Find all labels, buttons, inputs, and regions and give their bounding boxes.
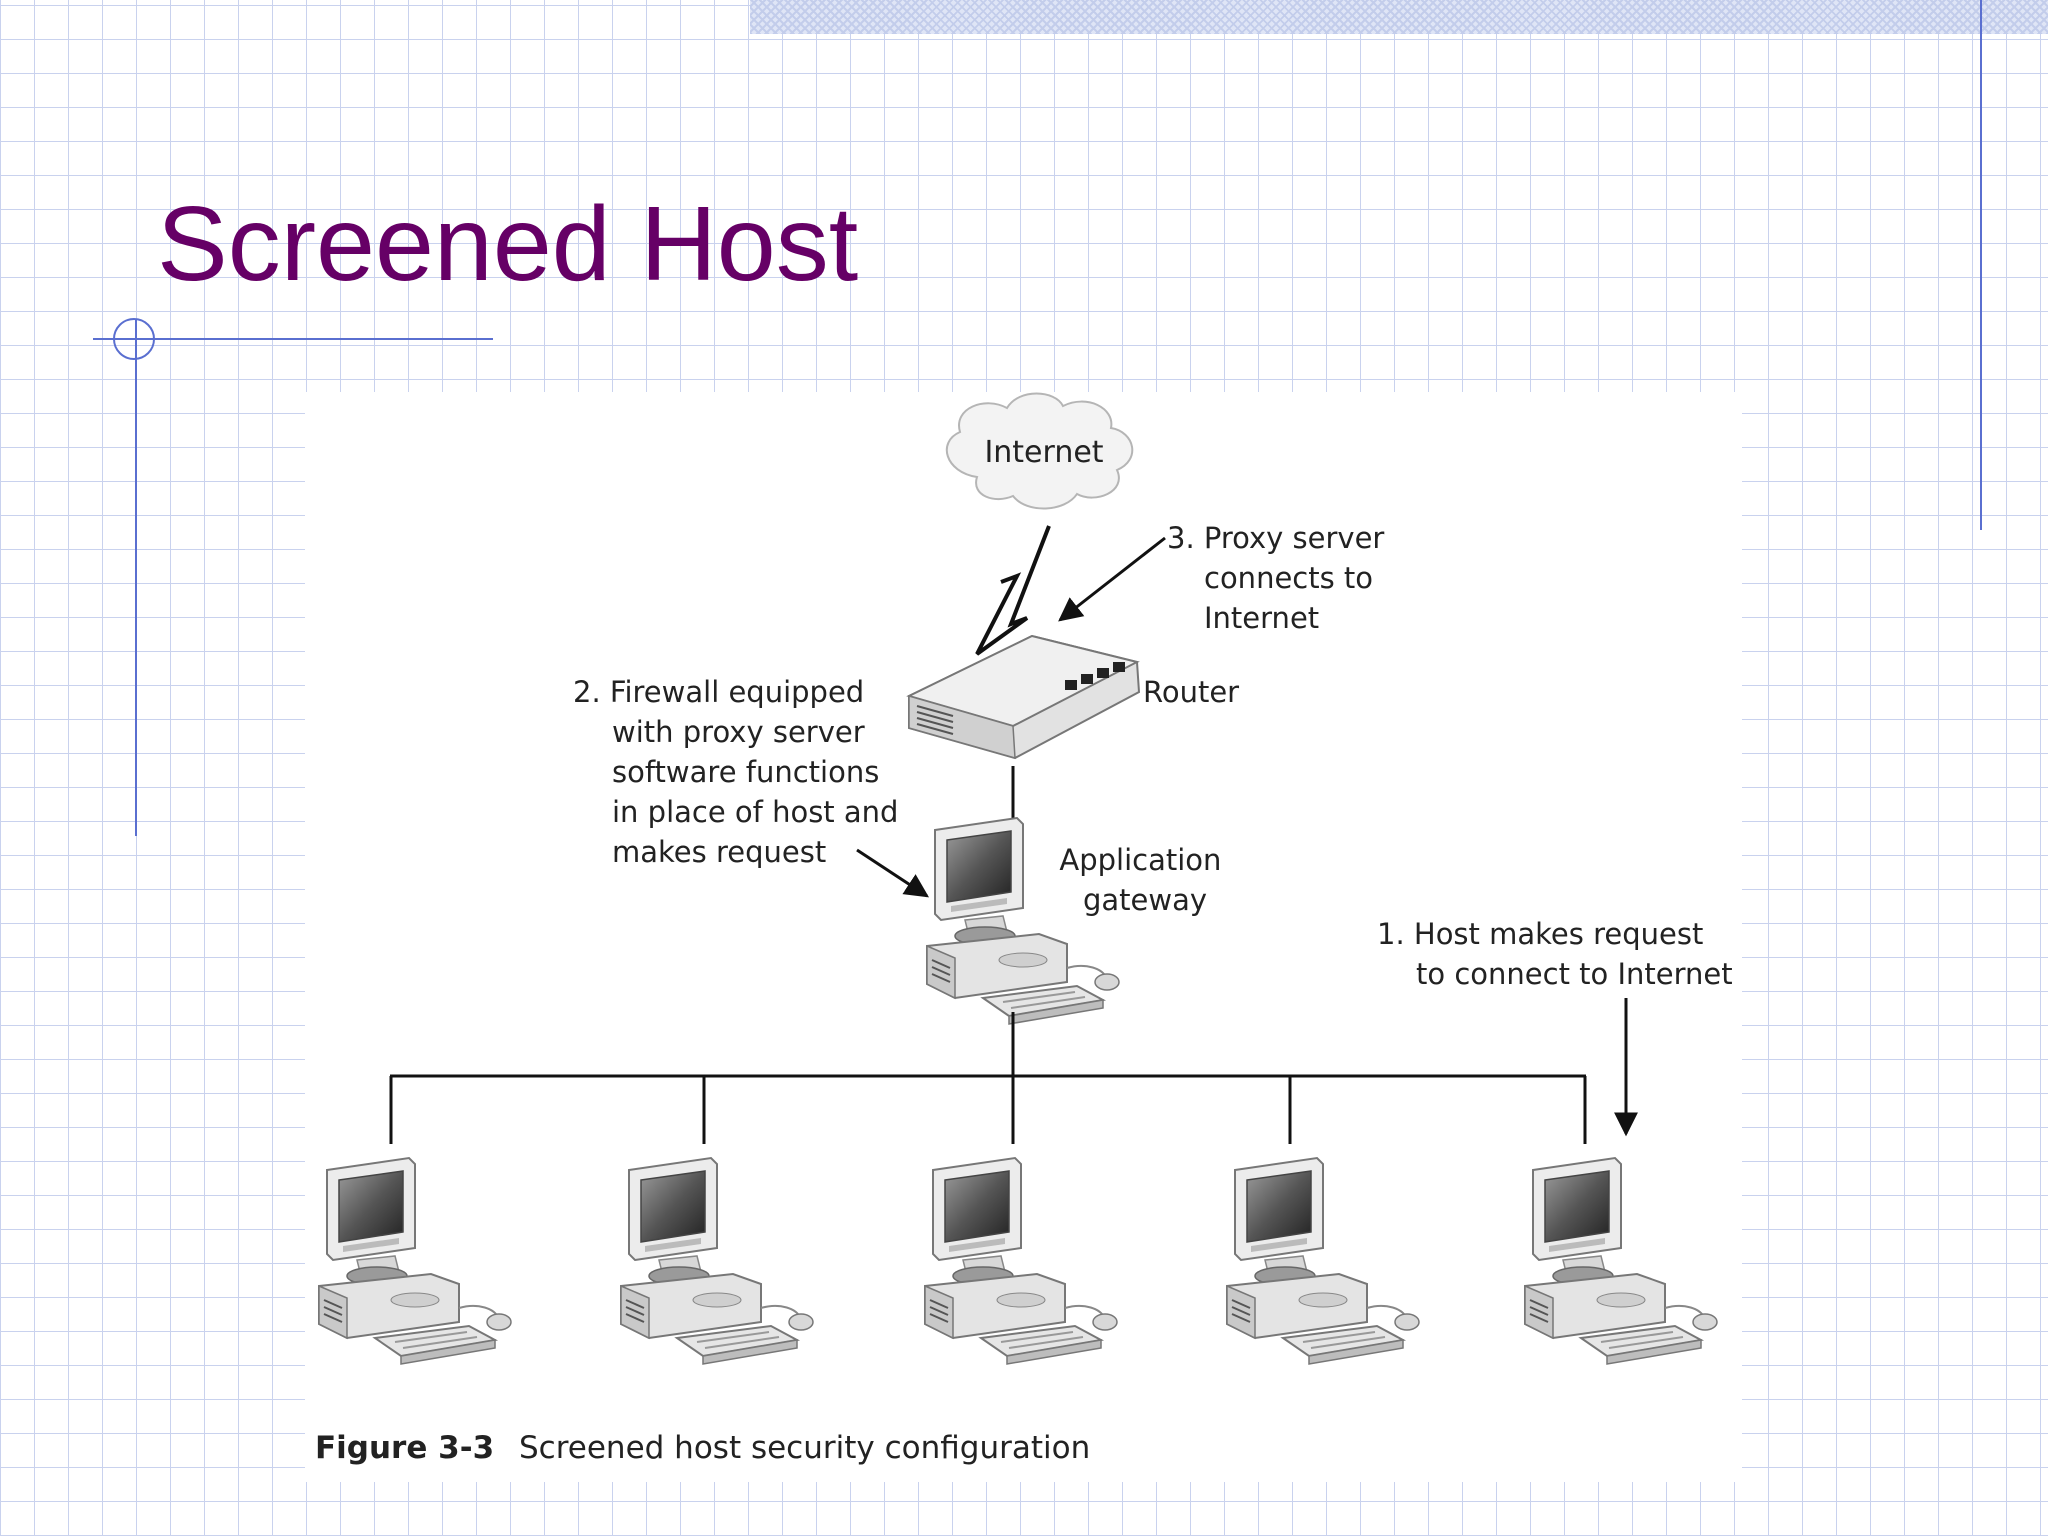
title-circle-ornament <box>113 318 155 360</box>
title-underline <box>93 338 493 340</box>
figure-number: Figure 3-3 <box>315 1430 494 1466</box>
router-label: Router <box>1143 675 1239 709</box>
slide-title: Screened Host <box>157 185 859 303</box>
host-computer-2-icon <box>620 1157 814 1365</box>
step3-label: 3. Proxy server connects to Internet <box>1167 521 1394 635</box>
step1-label: 1. Host makes request to connect to Inte… <box>1377 917 1733 991</box>
step2-arrow <box>856 848 930 898</box>
host-computer-1-icon <box>318 1157 512 1365</box>
figure-caption: Screened host security configuration <box>519 1430 1090 1466</box>
internet-label: Internet <box>984 435 1103 470</box>
lightning-icon <box>975 525 1051 656</box>
step2-label: 2. Firewall equipped with proxy server s… <box>573 675 908 869</box>
network-bus <box>389 1012 1587 1144</box>
gateway-label: Application gateway <box>1059 843 1230 917</box>
header-band <box>750 0 2048 34</box>
decorative-line-left <box>135 320 137 836</box>
host-computer-3-icon <box>924 1157 1118 1365</box>
decorative-line-right <box>1980 0 1982 530</box>
host-computer-5-icon <box>1524 1157 1718 1365</box>
router-icon <box>906 634 1141 760</box>
host-computer-4-icon <box>1226 1157 1420 1365</box>
figure-panel: Internet 3. Proxy server connects to Int… <box>305 392 1742 1482</box>
internet-cloud-icon <box>945 392 1134 510</box>
network-diagram: Internet 3. Proxy server connects to Int… <box>315 392 1733 1466</box>
step3-arrow <box>1058 536 1166 622</box>
